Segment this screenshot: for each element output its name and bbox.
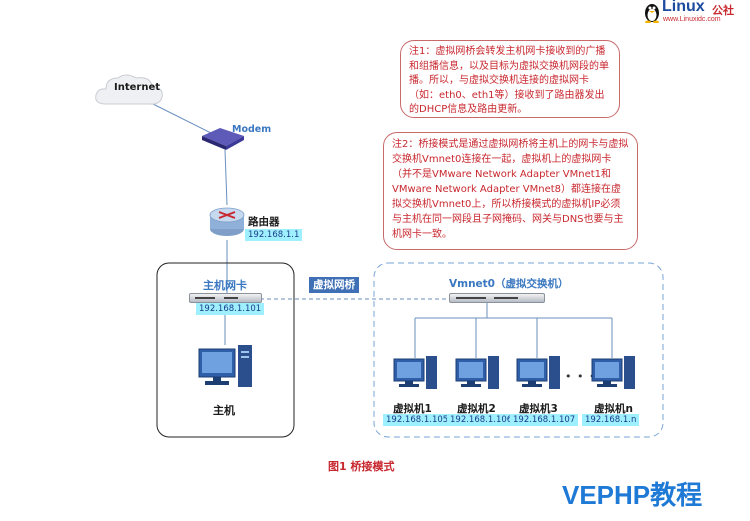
router-ip: 192.168.1.1 <box>245 229 303 241</box>
switch-port-strip <box>494 297 518 299</box>
logo-suffix: 公社 <box>712 4 734 17</box>
note-2: 注2：桥接模式是通过虚拟网桥将主机上的网卡与虚拟交换机Vmnet0连接在一起，虚… <box>383 132 638 250</box>
figure-caption: 图1 桥接模式 <box>328 460 395 473</box>
cloud-icon <box>95 74 163 105</box>
vm1-label: 虚拟机1 <box>393 403 432 415</box>
host-nic-device <box>189 293 262 303</box>
nic-port-strip <box>195 297 215 299</box>
vm2-computer-icon <box>455 356 499 389</box>
host-container <box>156 262 295 438</box>
host-nic-label: 主机网卡 <box>203 279 247 292</box>
modem-router-link <box>224 149 228 206</box>
vswitch-container <box>373 262 664 438</box>
watermark: VEPHP教程 <box>562 480 703 510</box>
vm2-label: 虚拟机2 <box>457 403 496 415</box>
vswitch-device <box>449 293 545 303</box>
host-nic-ip: 192.168.1.101 <box>196 303 265 315</box>
modem-label: Modem <box>232 124 272 135</box>
modem-icon <box>202 128 244 150</box>
vm1-ip: 192.168.1.105 <box>383 414 452 426</box>
vm3-ip: 192.168.1.107 <box>510 414 579 426</box>
nic-port-strip <box>224 297 238 299</box>
vmn-label: 虚拟机n <box>594 403 633 415</box>
switch-port-strip <box>456 297 486 299</box>
vm2-ip: 192.168.1.106 <box>447 414 516 426</box>
internet-label: Internet <box>114 82 161 93</box>
vm-ellipsis: • • • <box>565 370 597 383</box>
vm1-computer-icon <box>393 356 437 389</box>
host-computer-icon <box>198 345 252 387</box>
note-1: 注1：虚拟网桥会转发主机网卡接收到的广播和组播信息，以及目标为虚拟交换机网段的单… <box>400 40 620 118</box>
bridge-label: 虚拟网桥 <box>309 277 359 293</box>
vswitch-label: Vmnet0（虚拟交换机） <box>449 278 569 290</box>
router-label: 路由器 <box>248 216 280 228</box>
vmn-computer-icon <box>591 356 635 389</box>
logo-url: www.Linuxidc.com <box>663 16 721 23</box>
vm3-computer-icon <box>516 356 560 389</box>
vm3-label: 虚拟机3 <box>519 403 558 415</box>
linux-logo: Linux 公社 www.Linuxidc.com <box>643 0 749 27</box>
router-icon <box>209 207 245 236</box>
vmn-ip: 192.168.1.n <box>582 414 640 426</box>
logo-text: Linux <box>662 0 705 15</box>
tux-icon <box>645 4 659 23</box>
host-label: 主机 <box>213 404 235 417</box>
